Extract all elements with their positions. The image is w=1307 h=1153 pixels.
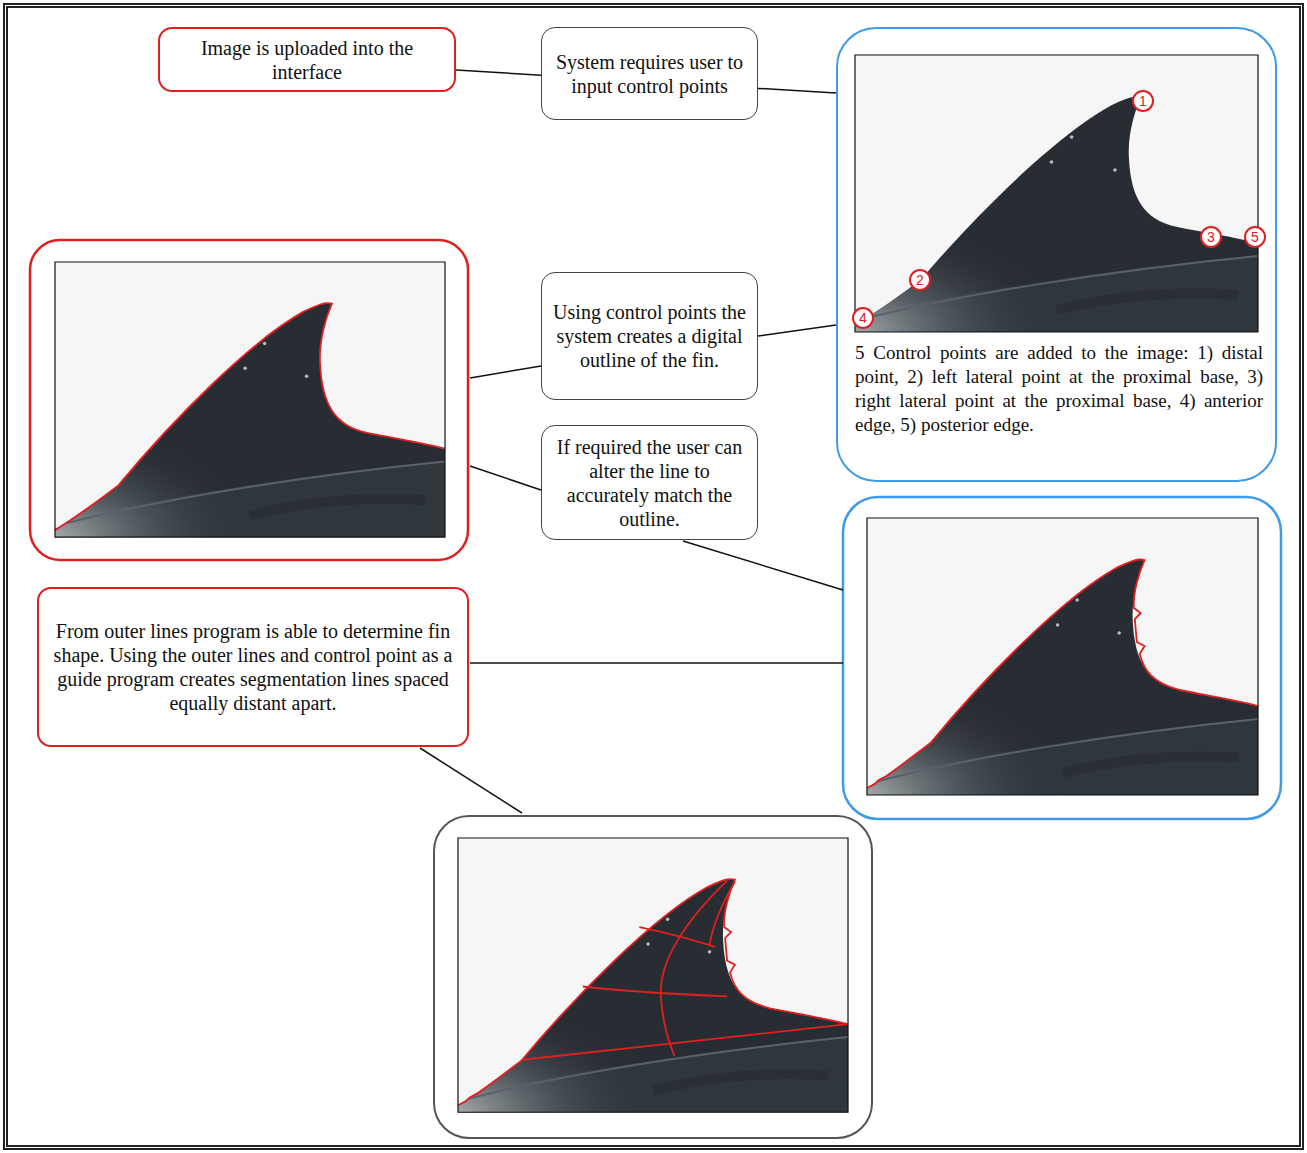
callout-number: 3 [1200,226,1222,248]
callout-number: 1 [1132,90,1154,112]
process-box: If required the user can alter the line … [541,425,758,540]
callout-number: 2 [909,269,931,291]
panel-caption: 5 Control points are added to the image:… [855,341,1263,437]
leader-lines [420,366,843,813]
image-panel: 5 Control points are added to the image:… [836,27,1277,482]
image-panel [434,816,872,1138]
connector-line [456,70,541,75]
box-text: Image is uploaded into the interface [170,36,444,84]
box-text: System requires user to input control po… [552,50,747,98]
connector-line [758,325,836,336]
fin-photo [855,55,1258,332]
callout-number: 4 [852,307,874,329]
box-text: From outer lines program is able to dete… [49,619,457,715]
image-panel [843,497,1281,819]
process-box: System requires user to input control po… [541,27,758,120]
process-box: Using control points the system creates … [541,272,758,400]
connector-line [758,88,836,93]
callout-number: 5 [1244,226,1266,248]
start-box: Image is uploaded into the interface [158,27,456,92]
result-box: From outer lines program is able to dete… [37,587,469,747]
fin-segmentation-photo [458,838,848,1112]
box-text: Using control points the system creates … [552,300,747,372]
box-text: If required the user can alter the line … [552,435,747,531]
fin-outline-photo [867,518,1258,795]
image-panel [30,240,468,560]
fin-outline-photo [55,262,445,537]
